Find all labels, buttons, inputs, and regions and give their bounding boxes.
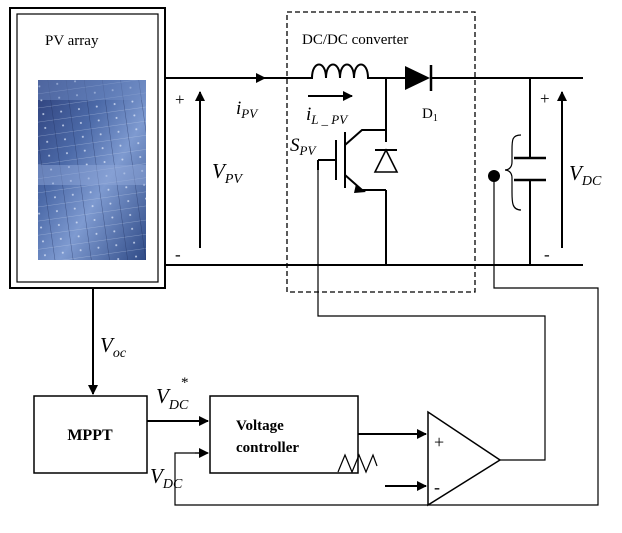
pv-minus: - bbox=[175, 245, 181, 264]
comparator-minus: - bbox=[434, 477, 440, 497]
voltage-controller-line2: controller bbox=[236, 440, 299, 456]
capacitor-brace bbox=[504, 134, 522, 211]
v-dc-label: VDC bbox=[569, 161, 602, 189]
voltage-controller-line1: Voltage bbox=[236, 418, 284, 434]
mppt-block bbox=[33, 395, 148, 474]
v-dc-feedback-label: VDC bbox=[150, 464, 183, 492]
pv-array: PV array bbox=[9, 7, 166, 289]
pv-plus: + bbox=[175, 90, 185, 109]
i-pv-label: iPV bbox=[236, 98, 259, 121]
v-dc-ref-star: * bbox=[181, 375, 189, 391]
comparator-plus: + bbox=[434, 432, 444, 452]
v-dc-ref-label: VDC bbox=[156, 384, 189, 413]
solar-panel-image bbox=[38, 80, 146, 260]
diode-label: D1 bbox=[422, 106, 438, 124]
diode-d1 bbox=[405, 65, 433, 91]
dc-dc-converter-box bbox=[286, 11, 476, 293]
mppt-label: MPPT bbox=[67, 427, 113, 444]
switch-igbt bbox=[317, 78, 399, 265]
pwm-comparator bbox=[427, 410, 502, 507]
pv-array-title: PV array bbox=[45, 33, 99, 49]
i-l-pv-label: iL _ PV bbox=[306, 104, 349, 127]
v-oc-label: Voc bbox=[100, 333, 127, 361]
voltage-controller-block bbox=[209, 395, 359, 474]
out-minus: - bbox=[544, 245, 550, 264]
inductor bbox=[300, 63, 405, 79]
sawtooth-carrier-icon bbox=[337, 453, 378, 474]
s-pv-label: SPV bbox=[290, 135, 317, 158]
gate-drive-wire bbox=[317, 170, 546, 461]
out-plus: + bbox=[540, 89, 550, 108]
v-dc-feedback-wire bbox=[174, 176, 599, 506]
dc-link-capacitor bbox=[514, 78, 546, 265]
v-pv-label: VPV bbox=[212, 159, 243, 187]
converter-title: DC/DC converter bbox=[302, 32, 408, 48]
